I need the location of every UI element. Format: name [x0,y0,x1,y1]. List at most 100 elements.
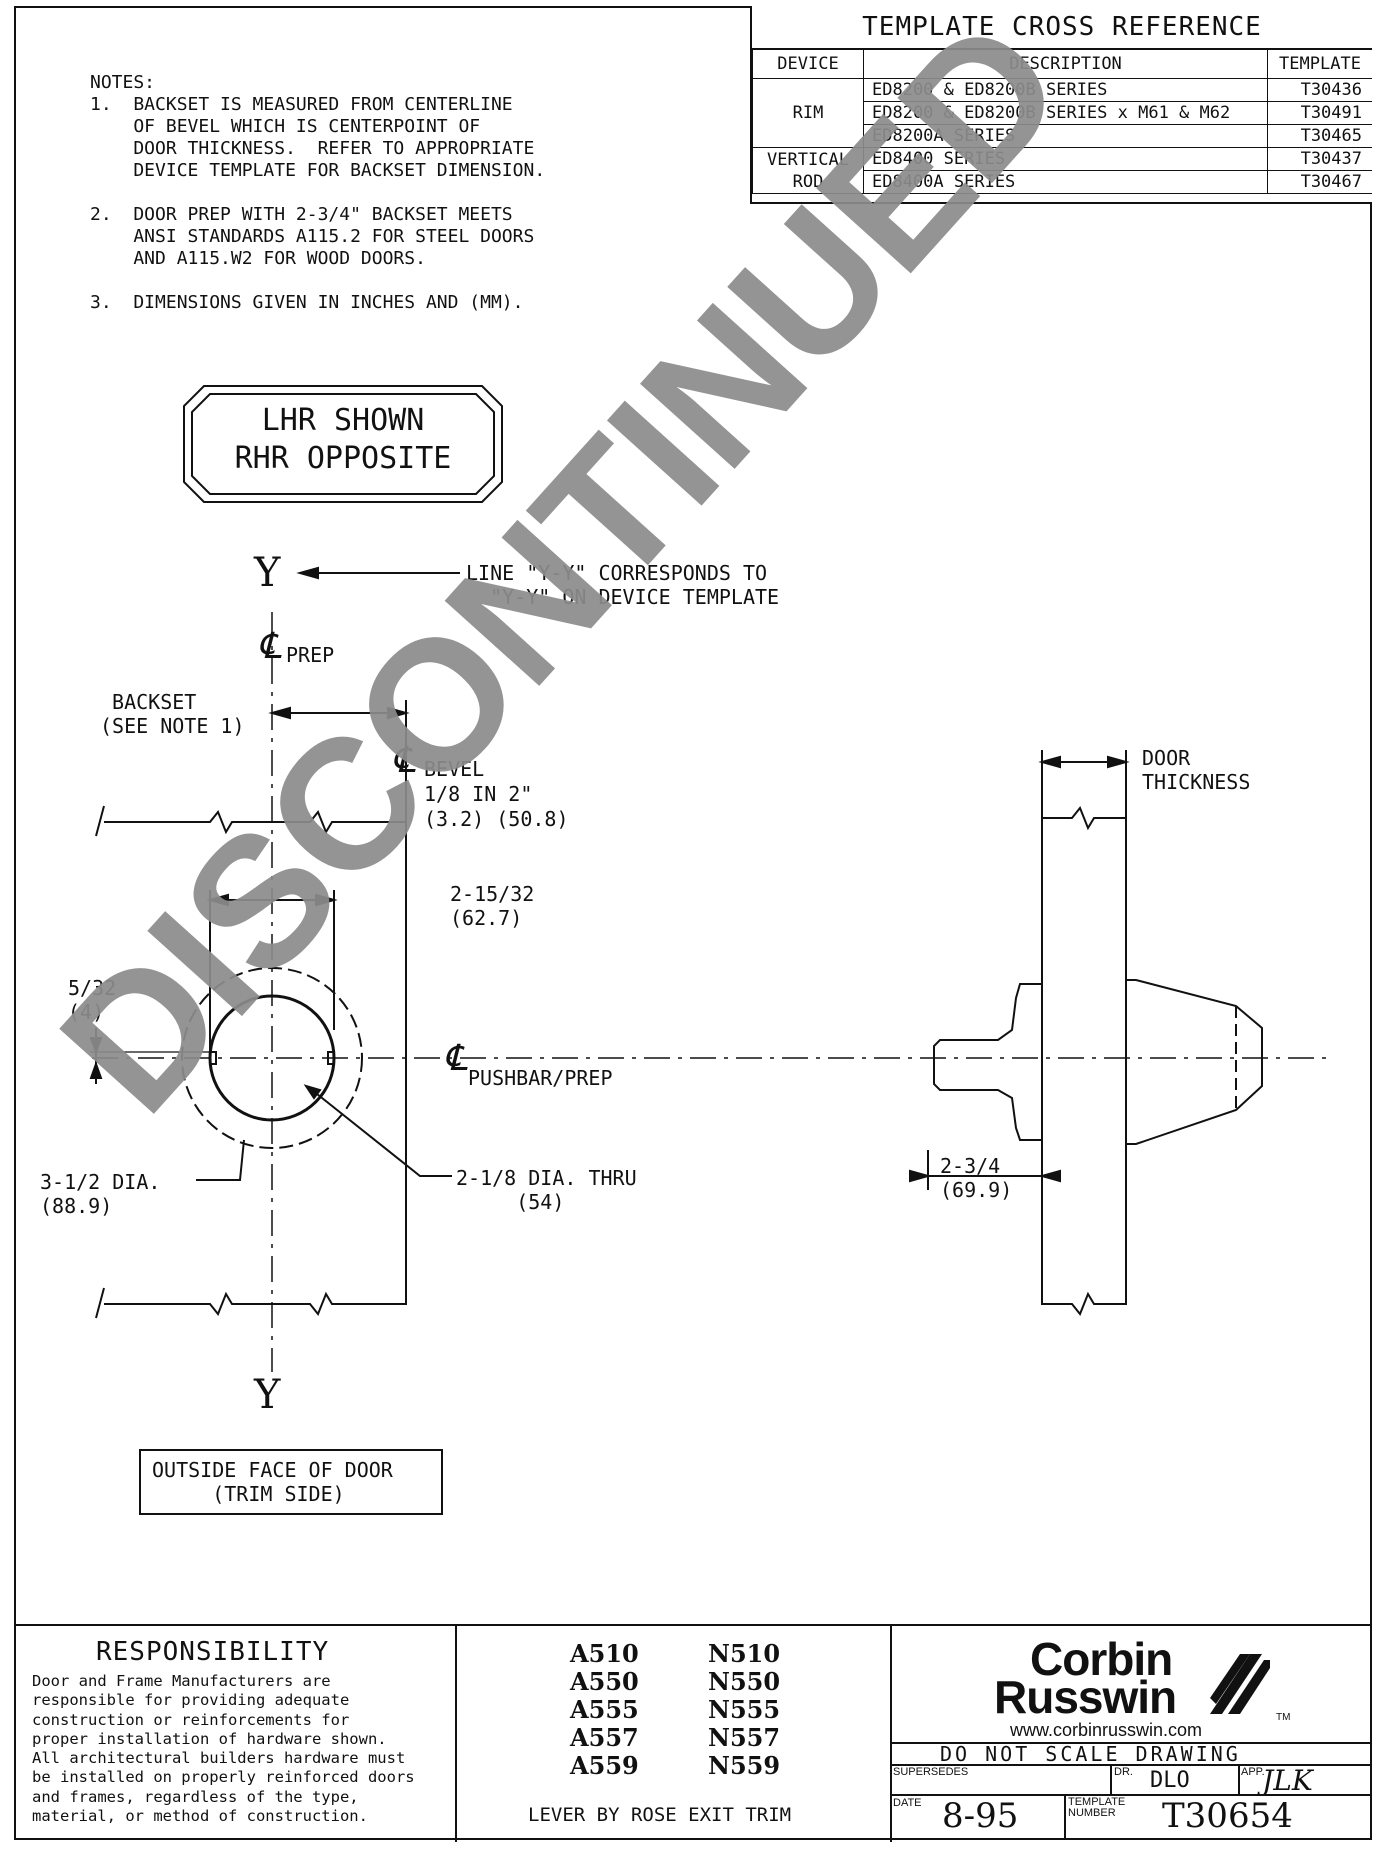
row-template: T30437 [1267,147,1372,171]
divider [1110,1764,1112,1794]
model-number: N550 [708,1667,781,1696]
date-label: DATE [893,1797,922,1809]
row-template: T30436 [1267,78,1372,102]
cross-reference-title: TEMPLATE CROSS REFERENCE [752,6,1372,50]
door-break-marks [95,805,105,1319]
divider [1064,1794,1066,1840]
do-not-scale: DO NOT SCALE DRAWING [940,1742,1241,1766]
notes-text: NOTES: 1. BACKSET IS MEASURED FROM CENTE… [90,72,546,313]
backset-arrow-left [268,706,291,720]
models-col-a: A510 A550 A555 A557 A559 [570,1640,639,1780]
leader-2-1-8-dia [311,1089,452,1177]
model-number: N510 [708,1639,781,1668]
vertical-rod-line-1: VERTICAL [767,149,849,170]
dim-5-32-label: 5/32 (4) [68,976,117,1024]
template-number-label: TEMPLATE NUMBER [1068,1797,1125,1819]
cl-pushbar-label: PUSHBAR/PREP [468,1066,613,1090]
door-thickness-label: DOOR THICKNESS [1142,746,1251,794]
responsibility-title: RESPONSIBILITY [96,1637,330,1667]
divider [890,1764,1372,1766]
y-label-top: Y [254,550,281,596]
dim-arrow [1038,755,1061,769]
hand-box-line-1: LHR SHOWN [261,403,425,438]
backset-arrow-right [387,706,410,720]
divider [1238,1764,1240,1794]
cl-prep-symbol: ℄ [258,626,282,667]
hand-box: LHR SHOWN RHR OPPOSITE [182,384,504,504]
backset-label: BACKSET (SEE NOTE 1) [100,690,245,738]
divider [455,1626,457,1842]
cl-pushbar-symbol: ℄ [444,1038,468,1079]
template-label-2: NUMBER [1068,1807,1116,1819]
date-value: 8-95 [942,1796,1019,1836]
model-number: A510 [570,1639,639,1668]
brand-logo: Corbin Russwin [994,1633,1177,1723]
outside-face-box [139,1449,443,1515]
leader-3-1-2-dia [196,1139,245,1181]
divider [890,1742,1372,1744]
logo-stripes-icon [1210,1654,1270,1714]
dim-2-15-32-label: 2-15/32 (62.7) [450,882,535,930]
models-caption: LEVER BY ROSE EXIT TRIM [528,1804,792,1826]
device-vertical-rod: VERTICAL ROD [752,147,864,194]
dim-arrow [1107,755,1130,769]
dim-arrow [909,1169,932,1183]
y-label-bottom: Y [254,1372,281,1418]
divider [890,1794,1372,1796]
model-number: A550 [570,1667,639,1696]
header-device: DEVICE [752,50,864,79]
dim-2-3-4-label: 2-3/4 (69.9) [940,1154,1013,1202]
line-yy-label: LINE "Y-Y" CORRESPONDS TO "Y-Y" ON DEVIC… [466,561,780,609]
models-col-n: N510 N550 N555 N557 N559 [708,1640,780,1780]
website-url: www.corbinrusswin.com [1010,1720,1203,1740]
header-template: TEMPLATE [1267,50,1372,79]
model-number: A557 [570,1723,639,1752]
model-number: N559 [708,1751,781,1780]
outside-face-label: OUTSIDE FACE OF DOOR (TRIM SIDE) [152,1458,393,1506]
dr-value: DLO [1150,1768,1190,1793]
app-value: JLK [1262,1764,1313,1797]
logo-line-1: Corbin [1030,1633,1173,1685]
row-template: T30465 [1267,124,1372,148]
cl-bevel-label: BEVEL 1/8 IN 2" (3.2) (50.8) [424,757,569,831]
dim-arrow [1038,1169,1061,1183]
leader-arrowhead [303,1084,322,1100]
dr-label: DR. [1114,1766,1133,1778]
dim-arrow [315,893,338,907]
door-outline-trim-side [104,810,407,1316]
app-label: APP. [1241,1766,1265,1778]
lever-trim-profile [933,983,1042,1141]
device-rim: RIM [752,78,864,148]
row-template: T30491 [1267,101,1372,125]
title-block [14,1624,1372,1842]
row-description: ED8200 & ED8200B SERIES [863,78,1268,102]
door-edge-view [1041,806,1127,1316]
supersedes-label: SUPERSEDES [893,1766,969,1778]
rose-3-1-2-dia-circle [181,967,363,1149]
dim-3-1-2-dia-label: 3-1/2 DIA. (88.9) [40,1170,161,1218]
leader-arrowhead [296,566,319,580]
dim-arrow [89,1061,103,1079]
row-description: ED8200 & ED8200B SERIES x M61 & M62 [863,101,1268,125]
model-number: N557 [708,1723,781,1752]
dim-arrow [206,893,229,907]
row-template: T30467 [1267,170,1372,194]
hand-box-line-2: RHR OPPOSITE [234,441,452,476]
logo-line-2: Russwin [994,1671,1177,1723]
trademark: TM [1276,1712,1291,1723]
vertical-rod-line-2: ROD [792,171,824,192]
model-number: N555 [708,1695,781,1724]
responsibility-text: Door and Frame Manufacturers are respons… [32,1672,415,1826]
header-description: DESCRIPTION [863,50,1268,79]
hand-box-outline [183,385,503,503]
divider [890,1626,892,1842]
template-cross-reference-table: TEMPLATE CROSS REFERENCE DEVICE DESCRIPT… [750,6,1372,204]
model-number: A559 [570,1751,639,1780]
template-number: T30654 [1162,1796,1293,1836]
cl-bevel-symbol: ℄ [392,740,416,781]
template-label-1: TEMPLATE [1068,1796,1126,1808]
row-description: ED8200A SERIES [863,124,1268,148]
cl-prep-label: PREP [286,643,335,667]
dim-arrow [89,1037,103,1055]
